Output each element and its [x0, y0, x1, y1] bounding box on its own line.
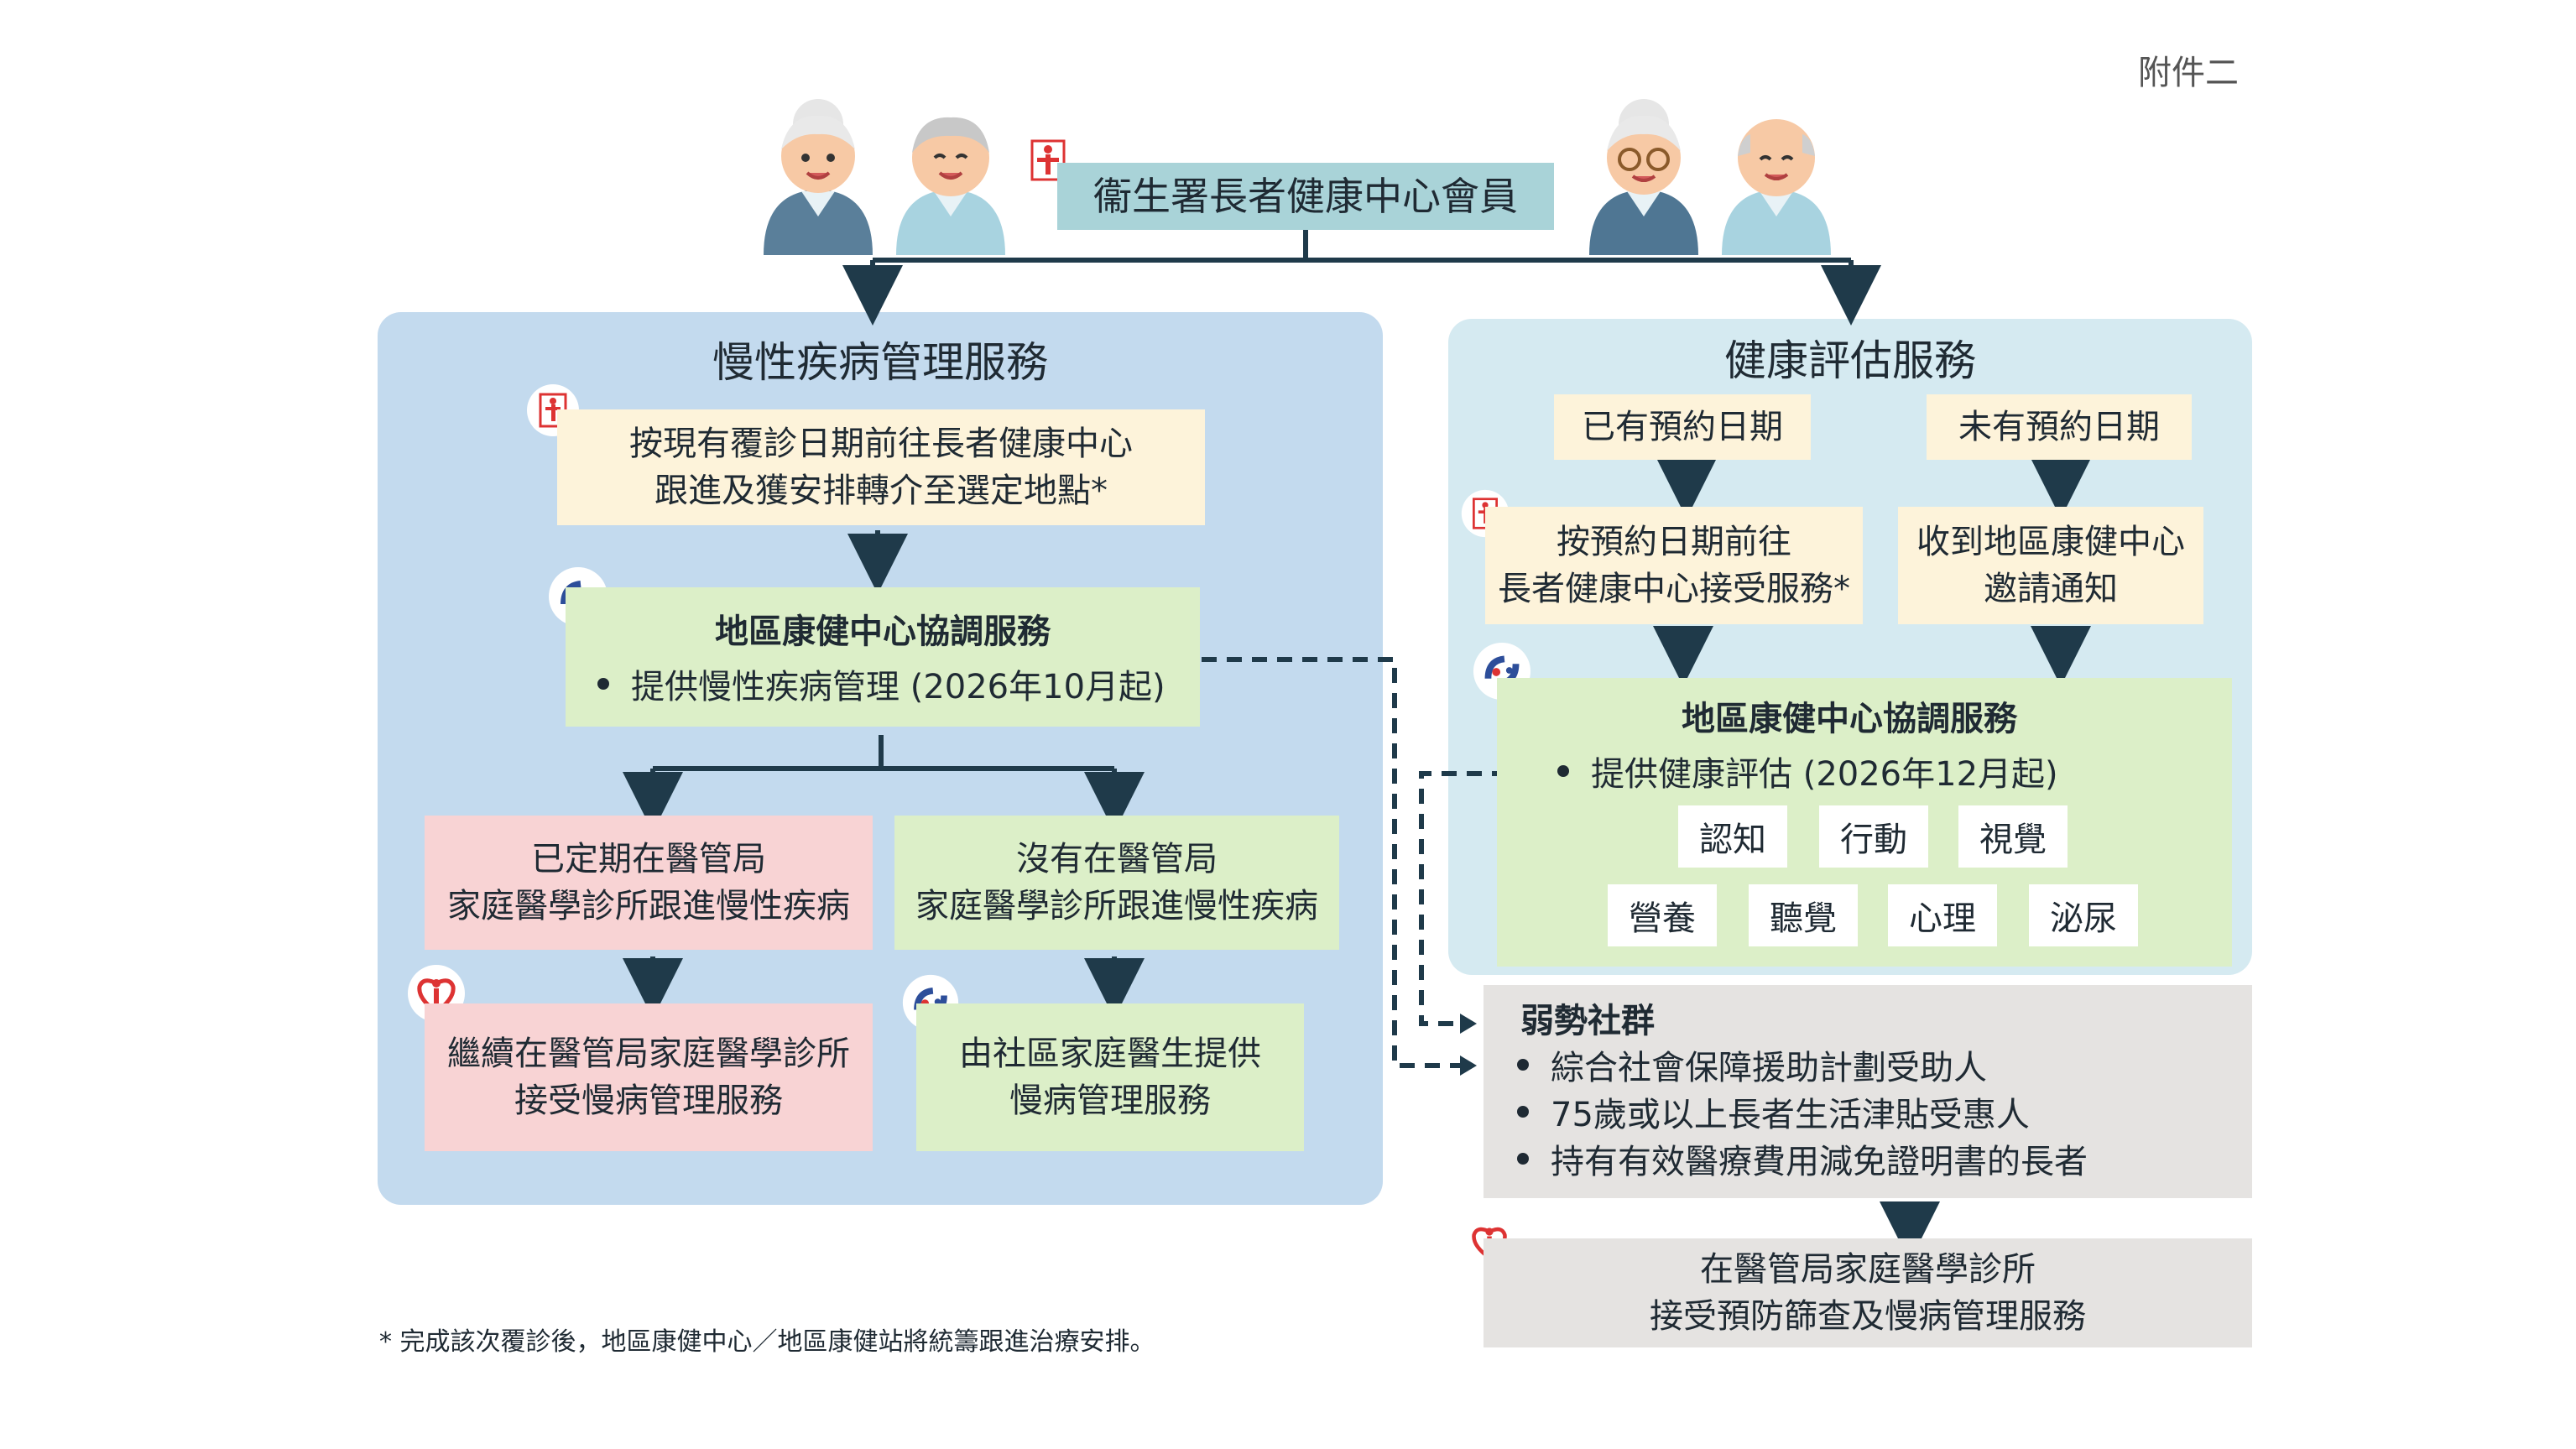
chip-urology: 泌尿 — [2029, 884, 2138, 946]
chronic-step1-line2: 跟進及獲安排轉介至選定地點* — [654, 472, 1108, 510]
bullet-dot — [1557, 765, 1569, 777]
bullet-dot — [1517, 1106, 1529, 1118]
elderly-woman-glasses-illustration — [1581, 91, 1707, 255]
chronic-branch-a-line2: 家庭醫學診所跟進慢性疾病 — [447, 887, 850, 925]
chronic-branch-b-line1: 沒有在醫管局 — [1016, 840, 1218, 878]
health-has-date-box: 已有預約日期 — [1554, 394, 1811, 460]
health-step-b-box: 收到地區康健中心 邀請通知 — [1898, 507, 2203, 624]
vulnerable-bullet: 綜合社會保障援助計劃受助人 — [1517, 1040, 1987, 1089]
vulnerable-title: 弱勢社群 — [1520, 1002, 1655, 1040]
chronic-result-a-line1: 繼續在醫管局家庭醫學診所 — [447, 1035, 850, 1073]
chronic-step1-box: 按現有覆診日期前往長者健康中心 跟進及獲安排轉介至選定地點* — [557, 409, 1205, 525]
vulnerable-bullet: 持有有效醫療費用減免證明書的長者 — [1517, 1134, 2088, 1183]
health-step-b-line1: 收到地區康健中心 — [1916, 523, 2185, 561]
elderly-man-bald-illustration — [1713, 91, 1839, 255]
health-dhc-bullet-text: 提供健康評估 (2026年12月起) — [1591, 755, 2058, 794]
chronic-result-a-line2: 接受慢病管理服務 — [514, 1082, 783, 1120]
chip-nutrition: 營養 — [1608, 884, 1717, 946]
chronic-result-b-line1: 由社區家庭醫生提供 — [959, 1035, 1261, 1073]
vulnerable-bullet-3: 持有有效醫療費用減免證明書的長者 — [1551, 1143, 2088, 1181]
health-step-a-line1: 按預約日期前往 — [1557, 523, 1791, 561]
chronic-result-b-box: 由社區家庭醫生提供 慢病管理服務 — [916, 1003, 1304, 1151]
chronic-dhc-box: 地區康健中心協調服務 提供慢性疾病管理 (2026年10月起) — [566, 587, 1200, 727]
elderly-man-illustration — [888, 91, 1014, 255]
chronic-dhc-title: 地區康健中心協調服務 — [715, 612, 1051, 651]
member-label-bar: 衞生署長者健康中心會員 — [1057, 163, 1554, 230]
dh-logo-icon — [1029, 138, 1067, 183]
final-box-line2: 接受預防篩查及慢病管理服務 — [1650, 1297, 2086, 1336]
vulnerable-bullet: 75歲或以上長者生活津貼受惠人 — [1517, 1087, 2030, 1136]
chronic-branch-b-line2: 家庭醫學診所跟進慢性疾病 — [915, 887, 1318, 925]
chronic-branch-b-box: 沒有在醫管局 家庭醫學診所跟進慢性疾病 — [894, 816, 1339, 950]
health-no-date-box: 未有預約日期 — [1927, 394, 2192, 460]
vulnerable-bullet-1: 綜合社會保障援助計劃受助人 — [1551, 1049, 1987, 1087]
chronic-branch-a-box: 已定期在醫管局 家庭醫學診所跟進慢性疾病 — [425, 816, 873, 950]
final-box-line1: 在醫管局家庭醫學診所 — [1700, 1250, 2036, 1289]
chip-hearing: 聽覺 — [1749, 884, 1858, 946]
chronic-dhc-bullet: 提供慢性疾病管理 (2026年10月起) — [597, 659, 1165, 708]
chip-cognition: 認知 — [1678, 805, 1787, 868]
chronic-branch-a-line1: 已定期在醫管局 — [531, 840, 766, 878]
bullet-dot — [597, 678, 609, 690]
health-step-a-line2: 長者健康中心接受服務* — [1498, 570, 1850, 608]
bullet-dot — [1517, 1059, 1529, 1071]
health-dhc-title: 地區康健中心協調服務 — [1682, 700, 2017, 738]
health-title: 健康評估服務 — [1724, 336, 1976, 385]
chip-vision: 視覺 — [1958, 805, 2068, 868]
chronic-title: 慢性疾病管理服務 — [712, 338, 1048, 387]
footnote: * 完成該次覆診後，地區康健中心／地區康健站將統籌跟進治療安排。 — [379, 1327, 1155, 1357]
bullet-dot — [1517, 1153, 1529, 1165]
chip-mobility: 行動 — [1819, 805, 1928, 868]
final-box: 在醫管局家庭醫學診所 接受預防篩查及慢病管理服務 — [1484, 1238, 2252, 1347]
health-dhc-bullet: 提供健康評估 (2026年12月起) — [1557, 747, 2058, 795]
vulnerable-box: 弱勢社群 綜合社會保障援助計劃受助人 75歲或以上長者生活津貼受惠人 持有有效醫… — [1484, 985, 2252, 1198]
chronic-step1-line1: 按現有覆診日期前往長者健康中心 — [629, 425, 1133, 463]
vulnerable-bullet-2: 75歲或以上長者生活津貼受惠人 — [1551, 1096, 2030, 1134]
health-step-b-line2: 邀請通知 — [1984, 570, 2118, 608]
elderly-woman-illustration — [755, 91, 881, 255]
health-dhc-box: 地區康健中心協調服務 提供健康評估 (2026年12月起) 認知 行動 視覺 營… — [1497, 678, 2232, 967]
chip-psychology: 心理 — [1888, 884, 1997, 946]
annex-label: 附件二 — [2138, 54, 2239, 92]
chronic-result-b-line2: 慢病管理服務 — [1009, 1082, 1211, 1120]
health-step-a-box: 按預約日期前往 長者健康中心接受服務* — [1485, 507, 1863, 624]
chronic-result-a-box: 繼續在醫管局家庭醫學診所 接受慢病管理服務 — [425, 1003, 873, 1151]
chronic-dhc-bullet-text: 提供慢性疾病管理 (2026年10月起) — [631, 668, 1165, 706]
